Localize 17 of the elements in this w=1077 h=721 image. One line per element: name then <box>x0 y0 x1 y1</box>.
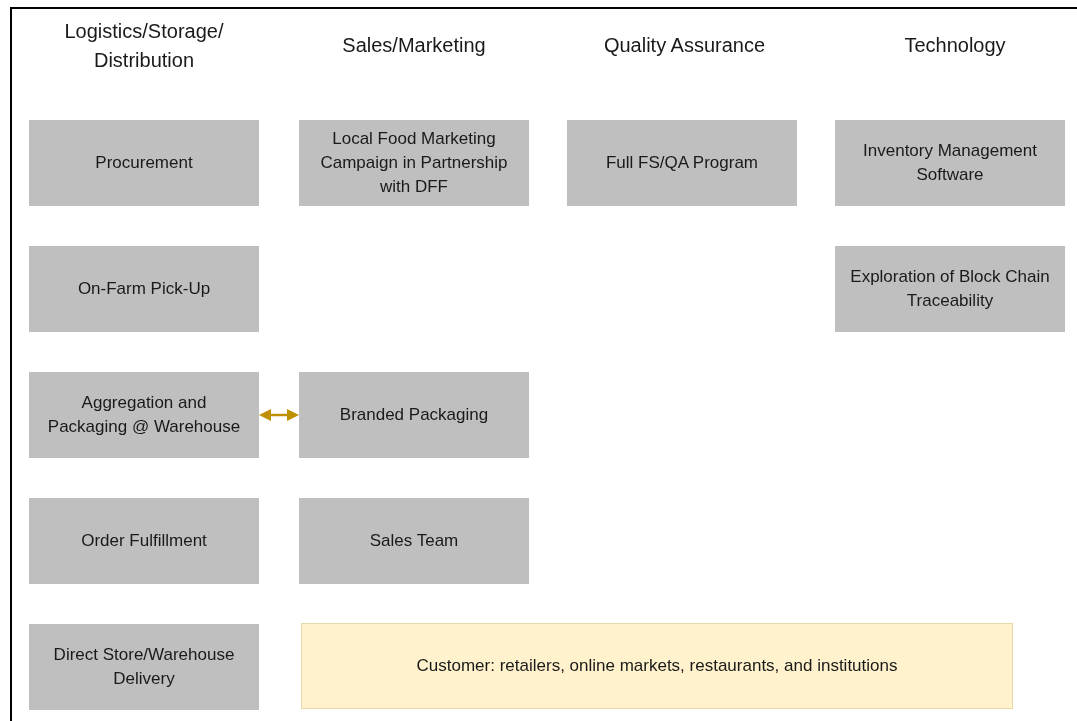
process-box: Order Fulfillment <box>29 498 259 584</box>
column-heading: Logistics/Storage/ Distribution <box>63 19 225 73</box>
process-box: Inventory Management Software <box>835 120 1065 206</box>
process-box: Aggregation and Packaging @ Warehouse <box>29 372 259 458</box>
column-heading: Sales/Marketing <box>341 32 487 58</box>
process-box: Local Food Marketing Campaign in Partnership with DFF <box>299 120 529 206</box>
process-box: Sales Team <box>299 498 529 584</box>
column-heading: Technology <box>903 32 1007 58</box>
double-arrow <box>259 409 299 421</box>
customer-box: Customer: retailers, online markets, restaurants, and institutions <box>301 623 1013 709</box>
process-box: Exploration of Block Chain Traceability <box>835 246 1065 332</box>
process-box: Branded Packaging <box>299 372 529 458</box>
column-heading: Quality Assurance <box>602 32 767 58</box>
process-box: Direct Store/Warehouse Delivery <box>29 624 259 710</box>
process-box: Full FS/QA Program <box>567 120 797 206</box>
process-box: Procurement <box>29 120 259 206</box>
process-box: On-Farm Pick-Up <box>29 246 259 332</box>
